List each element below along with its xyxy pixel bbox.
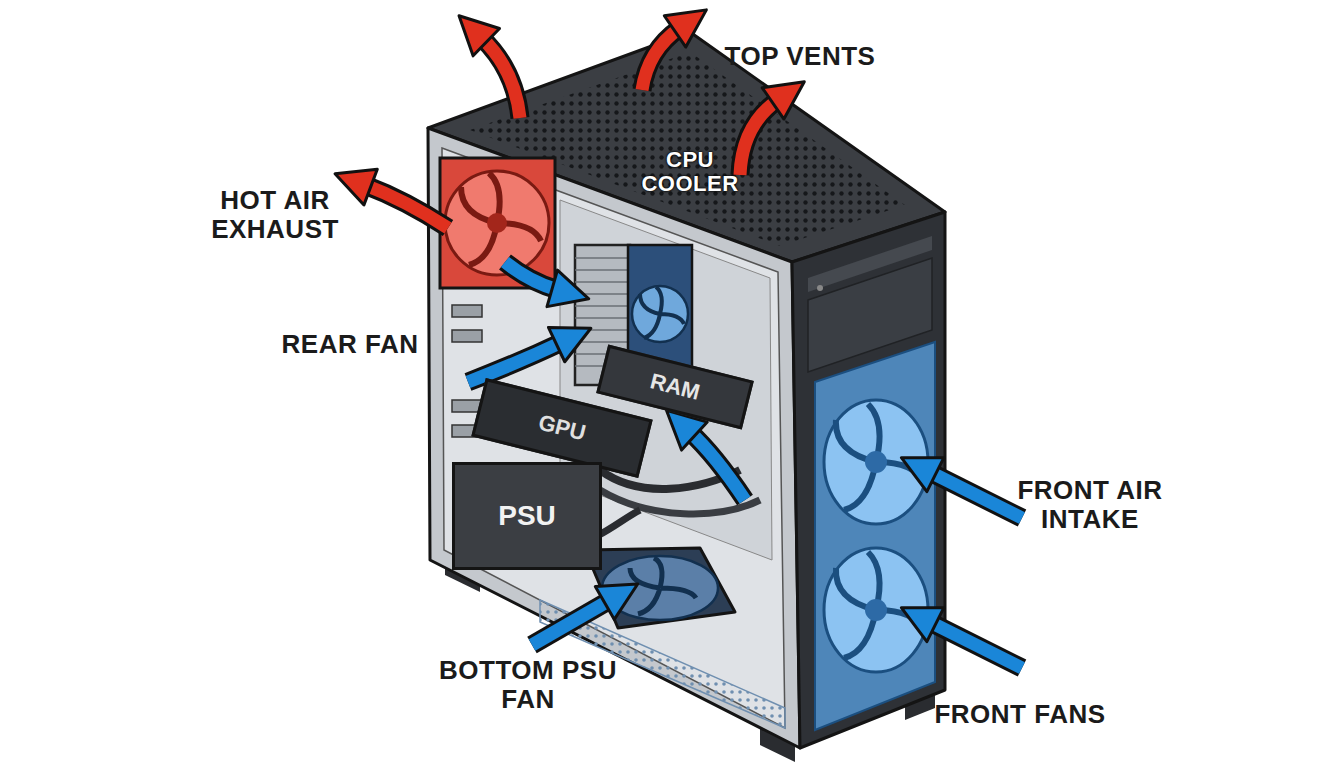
arrow-outline: [468, 342, 562, 382]
fan-blades: [461, 173, 541, 265]
psu-box: PSU: [452, 462, 602, 570]
hot-air-arrow: [482, 38, 520, 118]
arrow-outline: [690, 432, 745, 500]
arrow-outline: [740, 100, 778, 175]
front-fan-mesh: [815, 342, 935, 730]
fan-blades: [836, 552, 924, 658]
rear-fan: [445, 171, 549, 275]
arrow-outline: [482, 38, 520, 118]
part-label: REAR FAN: [250, 330, 450, 359]
part-label: FRONT FANS: [900, 700, 1140, 729]
arrow-outline: [505, 262, 558, 290]
front-panel: [792, 212, 945, 748]
rear-fan-frame: [440, 158, 555, 288]
hot-air-arrows: [365, 28, 778, 228]
arrow-outline: [930, 472, 1022, 518]
cool-air-arrow: [690, 432, 745, 500]
arrow-outline: [365, 185, 448, 228]
cool-air-arrow: [930, 622, 1022, 668]
part-label: CPU COOLER: [625, 148, 755, 196]
hot-air-arrow: [365, 185, 448, 228]
node-text: RAM: [648, 368, 703, 405]
cool-air-arrow: [930, 472, 1022, 518]
bottom-fan-frame: [585, 548, 735, 628]
side-frame: [428, 128, 800, 748]
fan-blades: [630, 558, 696, 614]
part-label: BOTTOM PSU FAN: [428, 656, 628, 713]
cool-air-arrow: [505, 262, 558, 290]
part-label: TOP VENTS: [700, 42, 900, 71]
cooler-fan: [632, 286, 688, 342]
part-label: FRONT AIR INTAKE: [1000, 476, 1180, 533]
fan-hub: [487, 213, 507, 233]
hot-air-arrow: [740, 100, 778, 175]
fan-hub: [865, 599, 887, 621]
fan-blades: [836, 404, 924, 510]
fan-blades: [640, 287, 684, 338]
arrow-outline: [930, 622, 1022, 668]
front-fan: [824, 548, 928, 672]
node-text: GPU: [536, 410, 589, 447]
arrow-outline: [532, 600, 610, 645]
cool-air-arrow: [532, 600, 610, 645]
interior-wall: [442, 148, 785, 728]
fan-hub: [865, 451, 887, 473]
arrow-outline: [642, 28, 680, 90]
front-fan: [824, 400, 928, 524]
hot-air-arrow: [642, 28, 680, 90]
power-button: [817, 285, 823, 291]
node-text: PSU: [498, 500, 556, 532]
expansion-slot: [452, 330, 482, 342]
bottom-fan: [602, 556, 718, 620]
part-label: HOT AIR EXHAUST: [193, 186, 358, 243]
expansion-slot: [452, 305, 482, 317]
cool-air-arrow: [468, 342, 562, 382]
